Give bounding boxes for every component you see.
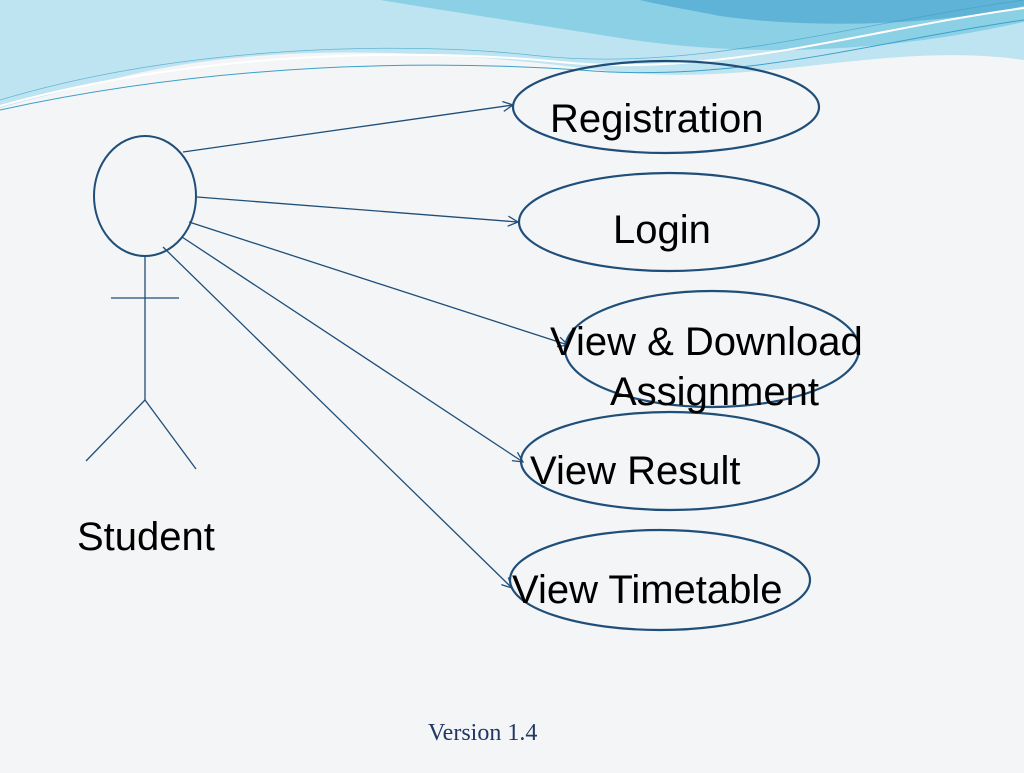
use-case-view-timetable	[508, 528, 812, 632]
use-case-label-view-timetable: View Timetable	[512, 568, 783, 612]
associations	[162, 105, 568, 588]
use-case-registration	[511, 59, 821, 155]
use-case-label-login: Login	[613, 208, 711, 252]
actor-label: Student	[77, 515, 215, 559]
arrow-registration	[182, 105, 513, 153]
arrow-view-timetable	[162, 246, 512, 588]
arrow-view-result	[181, 236, 523, 462]
use-case-label-view-result: View Result	[530, 449, 741, 493]
use-case-view-result	[519, 410, 821, 512]
actor-right-leg	[144, 399, 197, 470]
actor-left-leg	[85, 399, 146, 462]
use-case-login	[517, 171, 821, 273]
version-footer: Version 1.4	[428, 720, 538, 746]
wave-line-1	[0, 7, 1024, 107]
wave-line-3	[0, 0, 1024, 101]
wave-line-2	[0, 19, 1024, 111]
header-waves	[0, 0, 1024, 111]
use-case-label-view-download-line2: Assignment	[610, 370, 819, 414]
actor-student	[85, 135, 197, 470]
arrow-login	[196, 196, 518, 222]
actor-head	[93, 135, 197, 257]
use-case-label-view-download-line1: View & Download	[550, 320, 863, 364]
use-case-view-download-assignment	[563, 289, 861, 409]
use-case-ellipses	[508, 59, 861, 632]
arrow-view-download-assignment	[188, 221, 568, 345]
use-case-label-registration: Registration	[550, 97, 764, 141]
wave-front	[640, 0, 1024, 24]
